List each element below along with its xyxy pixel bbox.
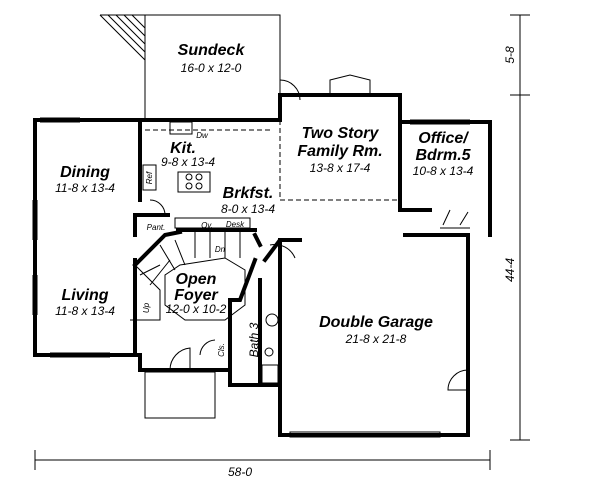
sundeck-size: 16-0 x 12-0 — [181, 61, 242, 75]
breakfast-label: Brkfst. — [223, 185, 274, 202]
garage-label: Double Garage — [319, 314, 433, 331]
depth-dimension: 44-4 — [503, 258, 517, 282]
family-label-2: Family Rm. — [297, 143, 382, 160]
deck-offset-dimension: 5-8 — [503, 46, 517, 64]
foyer-size: 12-0 x 10-2 — [166, 302, 227, 316]
dishwasher-label: Dw — [196, 131, 209, 140]
stairs-down-label: Dn — [215, 245, 226, 254]
windows — [32, 117, 470, 358]
kitchen-label: Kit. — [170, 140, 196, 157]
office-label-1: Office/ — [418, 130, 469, 147]
office-size: 10-8 x 13-4 — [413, 164, 474, 178]
office-label-2: Bdrm.5 — [415, 147, 471, 164]
breakfast-size: 8-0 x 13-4 — [221, 202, 275, 216]
family-size: 13-8 x 17-4 — [310, 161, 371, 175]
garage-size: 21-8 x 21-8 — [345, 332, 407, 346]
doors — [149, 79, 470, 438]
foyer-label-2: Foyer — [174, 287, 218, 304]
kitchen-fixtures — [142, 121, 251, 229]
dining-label: Dining — [60, 164, 110, 181]
family-label-1: Two Story — [302, 125, 380, 142]
interior-walls — [132, 118, 400, 387]
sundeck-label: Sundeck — [178, 42, 246, 59]
desk-label: Desk — [226, 220, 245, 229]
bath-fixtures — [261, 313, 279, 384]
stairs — [130, 232, 246, 321]
kitchen-size: 9-8 x 13-4 — [161, 155, 215, 169]
dining-size: 11-8 x 13-4 — [55, 181, 115, 195]
porch — [144, 74, 371, 419]
foyer-label-1: Open — [176, 271, 217, 288]
pantry-label: Pant. — [147, 223, 166, 232]
living-size: 11-8 x 13-4 — [55, 304, 115, 318]
dimension-lines — [34, 14, 530, 470]
bath-label: Bath 3 — [247, 322, 261, 357]
living-label: Living — [61, 287, 108, 304]
stairs-up-label: Up — [142, 302, 151, 313]
refrigerator-label: Ref — [145, 171, 154, 184]
oven-label: Ov. — [201, 221, 213, 230]
closet-label: Cls. — [217, 343, 226, 357]
width-dimension: 58-0 — [228, 465, 252, 479]
